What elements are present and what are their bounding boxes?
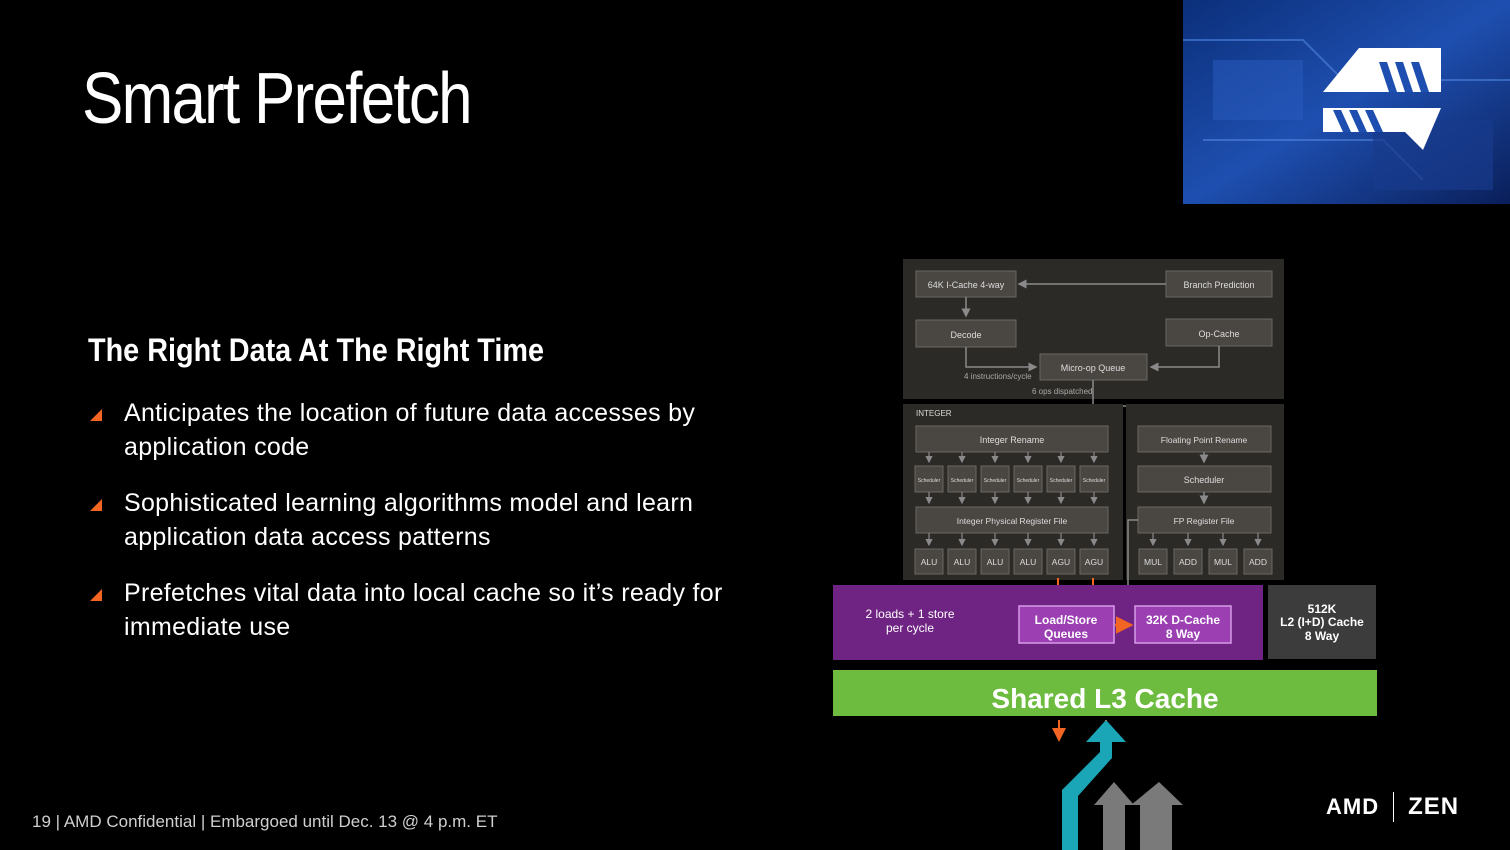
scheduler-box bbox=[1079, 465, 1109, 493]
fp-unit-label: MUL bbox=[1144, 557, 1162, 567]
lsq-line2: Queues bbox=[1044, 627, 1088, 641]
triangle-bullet-icon bbox=[90, 499, 102, 511]
amd-logo-text: AMD bbox=[1326, 794, 1380, 819]
scheduler-box bbox=[1046, 465, 1076, 493]
fp-regfile-label: FP Register File bbox=[1174, 516, 1235, 526]
int-unit-label: AGU bbox=[1052, 557, 1070, 567]
int-unit-box bbox=[1013, 548, 1043, 575]
int-unit-label: ALU bbox=[1020, 557, 1037, 567]
loads-store-line1: 2 loads + 1 store bbox=[865, 607, 954, 621]
fp-unit-box bbox=[1243, 548, 1273, 575]
int-unit-label: AGU bbox=[1085, 557, 1103, 567]
fp-unit-label: ADD bbox=[1249, 557, 1267, 567]
fp-units-row: MUL ADD MUL ADD bbox=[1138, 533, 1273, 575]
fp-rename-label: Floating Point Rename bbox=[1161, 435, 1248, 445]
l3-label: Shared L3 Cache bbox=[991, 683, 1218, 714]
scheduler-label: Scheduler bbox=[951, 478, 974, 484]
uop-queue-box bbox=[1039, 353, 1148, 381]
int-unit-label: ALU bbox=[954, 557, 971, 567]
decode-box bbox=[915, 319, 1017, 348]
zen-logo-text: ZEN bbox=[1408, 793, 1460, 820]
uop-queue-label: Micro-op Queue bbox=[1061, 363, 1126, 373]
fp-rename-box bbox=[1137, 425, 1272, 453]
int-rename-box bbox=[915, 425, 1109, 453]
int-unit-box bbox=[914, 548, 944, 575]
scheduler-box bbox=[914, 465, 944, 493]
dcache-line2: 8 Way bbox=[1166, 627, 1201, 641]
loads-store-line2: per cycle bbox=[886, 621, 934, 635]
fp-unit-label: MUL bbox=[1214, 557, 1232, 567]
scheduler-label: Scheduler bbox=[1017, 478, 1040, 484]
bullet-list: Anticipates the location of future data … bbox=[88, 396, 728, 666]
gray-arrow-icon bbox=[1094, 782, 1183, 850]
icache-label: 64K I-Cache 4-way bbox=[928, 280, 1005, 290]
fp-unit-box bbox=[1173, 548, 1203, 575]
int-unit-box bbox=[1046, 548, 1076, 575]
scheduler-label: Scheduler bbox=[918, 478, 941, 484]
fp-regfile-box bbox=[1137, 506, 1272, 534]
scheduler-box bbox=[980, 465, 1010, 493]
branch-box bbox=[1165, 270, 1273, 298]
scheduler-label: Scheduler bbox=[984, 478, 1007, 484]
dcache-box bbox=[1134, 605, 1232, 644]
amd-zen-logo: AMD ZEN bbox=[1326, 792, 1459, 822]
int-rename-label: Integer Rename bbox=[980, 435, 1045, 445]
list-item: Anticipates the location of future data … bbox=[88, 396, 728, 464]
scheduler-label: Scheduler bbox=[1050, 478, 1073, 484]
l2-line3: 8 Way bbox=[1305, 629, 1340, 643]
branch-label: Branch Prediction bbox=[1183, 280, 1254, 290]
scheduler-label: Scheduler bbox=[1083, 478, 1106, 484]
lsq-line1: Load/Store bbox=[1035, 613, 1098, 627]
l2-line1: 512K bbox=[1308, 602, 1337, 616]
scheduler-row: Scheduler Scheduler Scheduler Scheduler Sche… bbox=[914, 452, 1109, 505]
list-item: Prefetches vital data into local cache s… bbox=[88, 576, 728, 644]
instr-rate-label: 4 instructions/cycle bbox=[964, 372, 1032, 381]
l2-line2: L2 (I+D) Cache bbox=[1280, 615, 1364, 629]
opcache-box bbox=[1165, 318, 1273, 347]
corner-banner-image bbox=[1183, 0, 1510, 204]
slide-title: Smart Prefetch bbox=[82, 59, 473, 139]
dcache-line1: 32K D-Cache bbox=[1146, 613, 1220, 627]
int-units-row: ALU ALU ALU ALU AGU AGU bbox=[914, 533, 1109, 575]
int-unit-box bbox=[980, 548, 1010, 575]
int-unit-label: ALU bbox=[921, 557, 938, 567]
lsq-box bbox=[1018, 605, 1115, 644]
int-regfile-box bbox=[915, 506, 1109, 534]
l3-cache-bar bbox=[833, 670, 1377, 716]
dispatch-label: 6 ops dispatched bbox=[1032, 387, 1093, 396]
teal-prefetch-arrow-icon bbox=[1062, 720, 1126, 850]
fp-unit-box bbox=[1138, 548, 1168, 575]
integer-label: INTEGER bbox=[916, 409, 952, 418]
list-item: Sophisticated learning algorithms model … bbox=[88, 486, 728, 554]
triangle-bullet-icon bbox=[90, 409, 102, 421]
opcache-label: Op-Cache bbox=[1198, 329, 1239, 339]
footer-text: 19 | AMD Confidential | Embargoed until … bbox=[32, 812, 498, 831]
int-unit-label: ALU bbox=[987, 557, 1004, 567]
fp-scheduler-box bbox=[1137, 465, 1272, 493]
icache-box bbox=[915, 270, 1017, 298]
fp-unit-label: ADD bbox=[1179, 557, 1197, 567]
fp-scheduler-label: Scheduler bbox=[1184, 475, 1225, 485]
l2-cache-box bbox=[1268, 585, 1376, 659]
int-unit-box bbox=[1079, 548, 1109, 575]
logo-divider bbox=[1393, 792, 1395, 822]
decode-label: Decode bbox=[950, 330, 981, 340]
fp-unit-box bbox=[1208, 548, 1238, 575]
int-regfile-label: Integer Physical Register File bbox=[957, 516, 1068, 526]
subheading: The Right Data At The Right Time bbox=[88, 332, 545, 368]
int-unit-box bbox=[947, 548, 977, 575]
triangle-bullet-icon bbox=[90, 589, 102, 601]
